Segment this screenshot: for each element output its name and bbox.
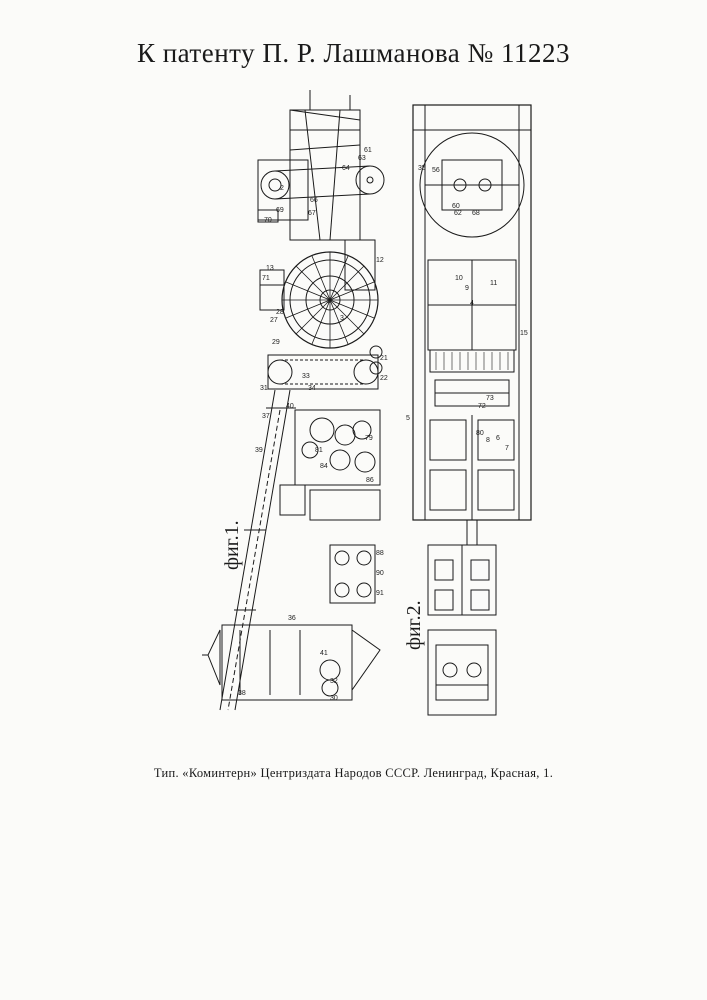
part-number: 28 (276, 309, 284, 316)
part-number: 12 (376, 257, 384, 264)
part-number: 73 (486, 395, 494, 402)
part-number: 84 (320, 463, 328, 470)
part-number: 69 (276, 207, 284, 214)
part-number: 3 (340, 315, 344, 322)
figure-2-drawing (413, 105, 531, 715)
part-number: 91 (376, 590, 384, 597)
patent-drawing: фиг.1. фиг.2. 1 2 3 4 5 6 7 8 9 10 11 12… (180, 90, 560, 730)
part-number: 86 (366, 477, 374, 484)
part-number: 41 (320, 650, 328, 657)
part-number: 80 (476, 430, 484, 437)
part-number: 62 (454, 210, 462, 217)
part-number: 72 (478, 403, 486, 410)
part-number: 60 (452, 203, 460, 210)
part-number: 31 (260, 385, 268, 392)
part-number: 10 (455, 275, 463, 282)
part-number: 61 (364, 147, 372, 154)
part-number: 32 (330, 678, 338, 685)
part-number: 11 (490, 280, 497, 287)
part-number: 71 (262, 275, 270, 282)
part-number: 70 (264, 217, 272, 224)
part-number: 35 (418, 165, 426, 172)
part-number: 9 (465, 285, 469, 292)
part-number: 8 (486, 437, 490, 444)
part-number: 13 (266, 265, 274, 272)
part-number: 5 (406, 415, 410, 422)
part-number: 15 (520, 330, 528, 337)
figure-1-label: фиг.1. (221, 520, 243, 570)
part-number: 27 (270, 317, 278, 324)
figure-2-label: фиг.2. (403, 600, 425, 650)
page-title: К патенту П. Р. Лашманова № 11223 (0, 38, 707, 69)
part-number: 6 (496, 435, 500, 442)
part-number: 63 (358, 155, 366, 162)
part-number: 36 (288, 615, 296, 622)
part-number: 33 (302, 373, 310, 380)
part-number: 21 (380, 355, 388, 362)
part-number: 67 (308, 210, 316, 217)
part-number: 56 (432, 167, 440, 174)
part-number: 66 (310, 197, 318, 204)
part-number: 4 (470, 300, 474, 307)
part-number: 39 (255, 447, 263, 454)
part-number: 30 (330, 695, 338, 702)
part-number: 7 (505, 445, 509, 452)
part-number: 40 (286, 403, 294, 410)
part-number: 34 (308, 385, 316, 392)
part-number: 37 (262, 413, 270, 420)
part-number: 81 (315, 447, 323, 454)
printer-imprint: Тип. «Коминтерн» Центриздата Народов ССС… (0, 766, 707, 781)
part-number: 64 (342, 165, 350, 172)
part-number: 79 (365, 435, 373, 442)
part-number: 68 (472, 210, 480, 217)
part-number: 22 (380, 375, 388, 382)
part-number: 1 (326, 298, 330, 305)
part-number: 88 (376, 550, 384, 557)
part-number: 29 (272, 339, 280, 346)
part-number: 90 (376, 570, 384, 577)
part-number-labels: 1 2 3 4 5 6 7 8 9 10 11 12 13 15 21 22 2… (238, 147, 528, 702)
part-number: 38 (238, 690, 246, 697)
part-number: 2 (280, 185, 284, 192)
